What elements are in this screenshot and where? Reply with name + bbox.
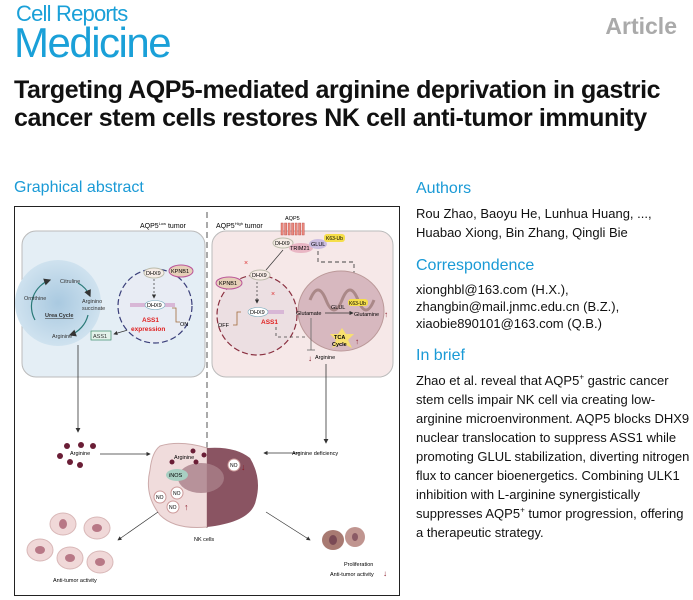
email-link[interactable]: zhangbin@mail.jnmc.edu.cn (B.Z.), — [416, 299, 620, 314]
article-type: Article — [605, 13, 677, 39]
svg-text:↓: ↓ — [241, 462, 246, 472]
in-brief-heading: In brief — [416, 347, 465, 364]
graphical-abstract-figure: AQP5Low tumor AQP5High tumor Citruline O… — [14, 206, 400, 596]
svg-text:expression: expression — [131, 326, 165, 333]
svg-text:ASS1: ASS1 — [142, 317, 159, 324]
svg-text:Cycle: Cycle — [332, 342, 347, 348]
svg-text:DHX9: DHX9 — [275, 241, 290, 247]
in-brief-text: Zhao et al. reveal that AQP5+ gastric ca… — [416, 372, 690, 540]
paper-title: Targeting AQP5-mediated arginine depriva… — [14, 76, 661, 132]
svg-text:OFF: OFF — [218, 323, 230, 329]
journal-name: Cell Reports — [16, 1, 128, 26]
svg-text:GLUL: GLUL — [311, 242, 325, 248]
authors-list: Rou Zhao, Baoyu He, Lunhua Huang, ..., H… — [416, 206, 652, 240]
svg-text:iNOS: iNOS — [169, 473, 182, 479]
svg-text:KPNB1: KPNB1 — [219, 281, 237, 287]
sidebar-summary: Authors Rou Zhao, Baoyu He, Lunhua Huang… — [416, 179, 691, 556]
svg-text:↓: ↓ — [383, 569, 387, 578]
tca-cycle-star — [330, 328, 354, 348]
authors-heading: Authors — [416, 180, 472, 197]
svg-text:Citruline: Citruline — [60, 279, 80, 285]
correspondence-list: xionghbl@163.com (H.X.), zhangbin@mail.j… — [416, 281, 691, 332]
svg-text:NK cells: NK cells — [194, 537, 214, 543]
svg-text:TCA: TCA — [334, 335, 345, 341]
svg-text:NO: NO — [230, 463, 238, 469]
svg-text:×: × — [271, 291, 275, 298]
svg-text:DHX9: DHX9 — [252, 273, 267, 279]
svg-text:ASS1: ASS1 — [261, 319, 278, 326]
svg-text:KPNB1: KPNB1 — [171, 269, 189, 275]
aqp5-high-label: AQP5High tumor — [216, 221, 263, 230]
svg-text:Glutamine: Glutamine — [354, 312, 379, 318]
graphical-abstract-svg: AQP5Low tumor AQP5High tumor Citruline O… — [15, 212, 394, 584]
svg-text:↑: ↑ — [184, 502, 189, 512]
svg-text:DHX9: DHX9 — [147, 303, 162, 309]
no-bubbles: NO NO NO NO — [153, 458, 241, 514]
nk-cell-impaired — [207, 447, 258, 527]
svg-text:Proliferation: Proliferation — [344, 562, 373, 568]
svg-text:DHX9: DHX9 — [146, 271, 161, 277]
journal-name-medicine: Medicine — [14, 19, 172, 66]
svg-text:NO: NO — [169, 505, 177, 511]
svg-text:NO: NO — [156, 495, 164, 501]
svg-text:Anti-tumor activity: Anti-tumor activity — [53, 578, 97, 584]
svg-text:↑: ↑ — [355, 337, 359, 346]
email-link[interactable]: xionghbl@163.com (H.X.), — [416, 282, 569, 297]
svg-text:Anti-tumor activity: Anti-tumor activity — [330, 572, 374, 578]
svg-text:Urea Cycle: Urea Cycle — [45, 313, 73, 319]
urea-cycle-circle — [15, 260, 101, 346]
graphical-abstract-heading: Graphical abstract — [14, 179, 144, 196]
svg-text:Glutamate: Glutamate — [296, 311, 321, 317]
svg-text:Arginine deficiency: Arginine deficiency — [292, 451, 338, 457]
svg-text:K63-Ub: K63-Ub — [349, 301, 366, 307]
svg-text:↑: ↑ — [384, 310, 388, 319]
svg-text:AQP5: AQP5 — [285, 216, 300, 222]
svg-text:Arginine: Arginine — [52, 334, 72, 340]
svg-text:Arginine: Arginine — [174, 455, 194, 461]
svg-text:×: × — [244, 260, 248, 267]
svg-text:TRIM21: TRIM21 — [290, 246, 310, 252]
svg-text:NO: NO — [173, 491, 181, 497]
svg-text:GLUL: GLUL — [331, 305, 345, 311]
svg-text:ASS1: ASS1 — [93, 334, 107, 340]
impaired-nk-cells — [322, 527, 365, 550]
aqp5-channel-icon — [280, 222, 305, 236]
svg-text:ON: ON — [180, 322, 188, 328]
svg-text:K63-Ub: K63-Ub — [326, 236, 343, 242]
email-link[interactable]: xiaobie890101@163.com (Q.B.) — [416, 316, 602, 331]
arginine-dots — [57, 442, 96, 468]
svg-text:DHX9: DHX9 — [250, 310, 265, 316]
svg-text:succinate: succinate — [82, 306, 105, 312]
svg-text:Arginine: Arginine — [315, 355, 335, 361]
svg-text:Arginino: Arginino — [82, 299, 102, 305]
aqp5-low-label: AQP5Low tumor — [140, 221, 187, 230]
svg-text:Ornithine: Ornithine — [24, 296, 46, 302]
correspondence-heading: Correspondence — [416, 257, 535, 274]
svg-text:↓: ↓ — [308, 354, 312, 363]
svg-text:Arginine: Arginine — [70, 451, 90, 457]
